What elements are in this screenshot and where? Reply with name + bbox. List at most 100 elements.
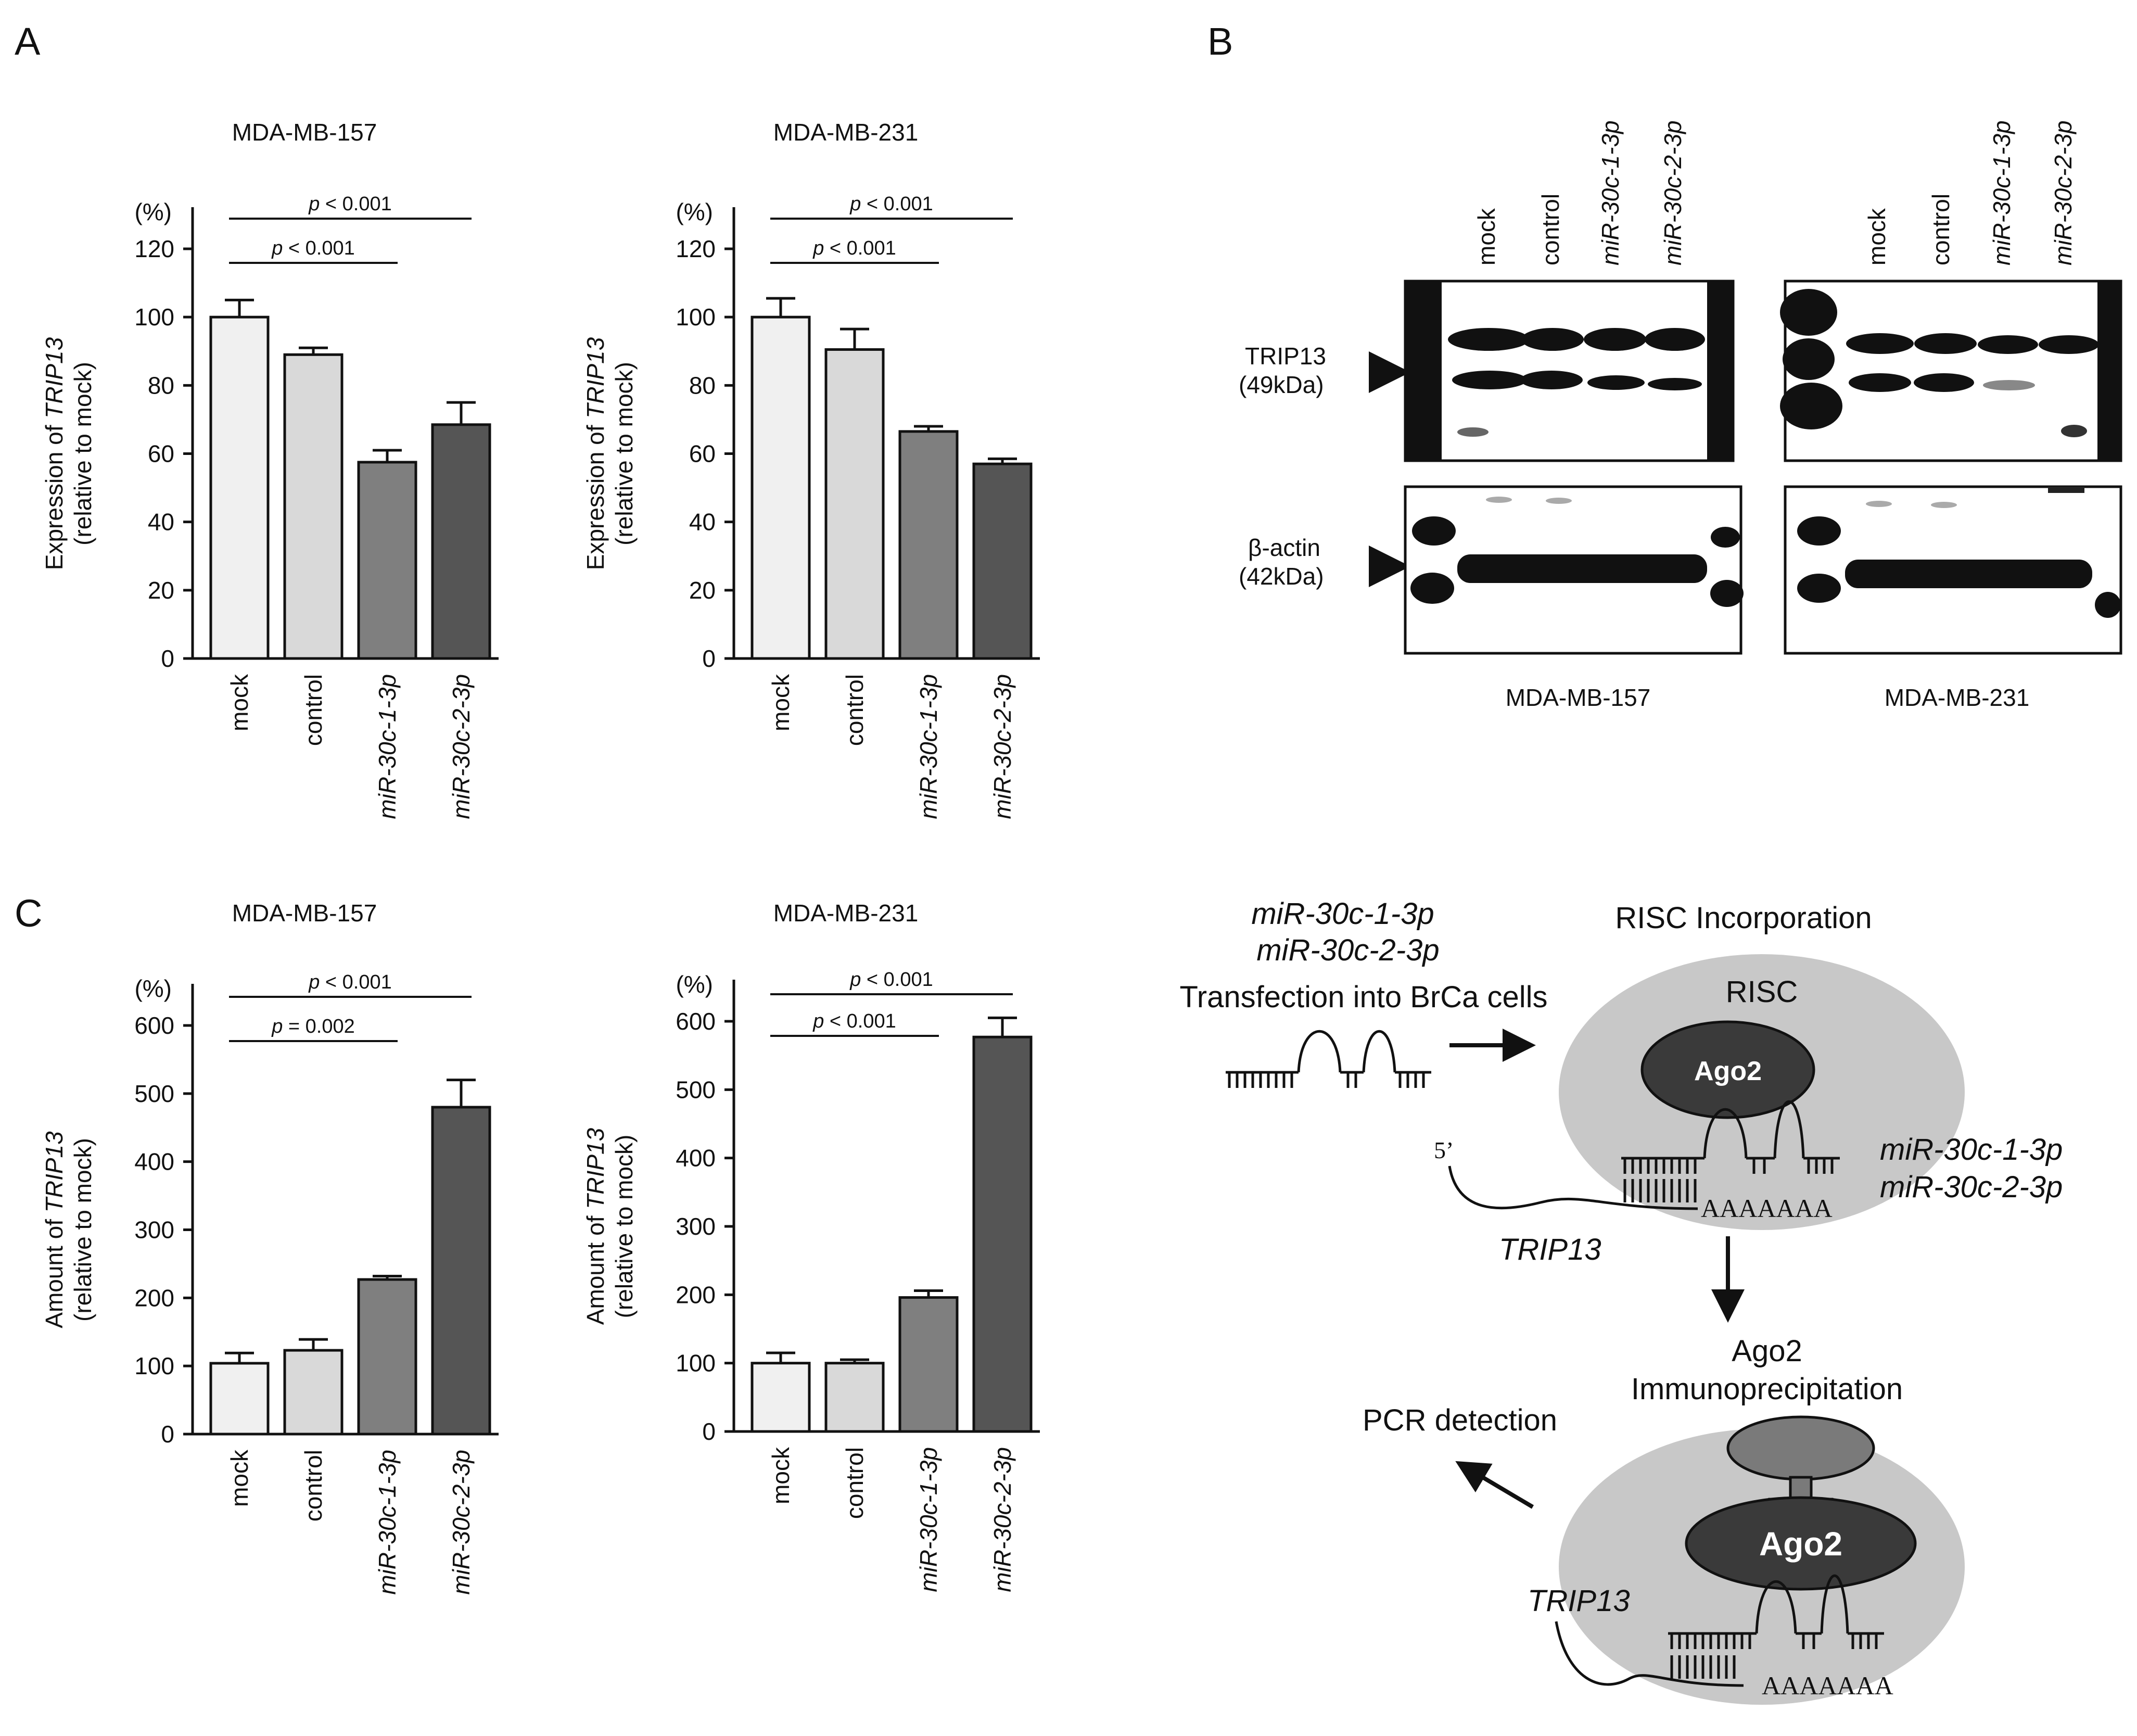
y-unit-label: (%) bbox=[676, 198, 713, 225]
y-axis-label: Amount of TRIP13 bbox=[582, 1127, 609, 1325]
trip13-kda-label: (49kDa) bbox=[1239, 371, 1324, 398]
bound-mir1-label: miR-30c-1-3p bbox=[1880, 1133, 2063, 1167]
y-axis-label-line2: (relative to mock) bbox=[69, 362, 96, 546]
polya-label-top: AAAAAAA bbox=[1701, 1194, 1833, 1223]
y-axis-label-line2: (relative to mock) bbox=[610, 1135, 638, 1319]
p-symbol: p bbox=[849, 193, 861, 215]
x-category-label: mock bbox=[767, 674, 794, 731]
y-tick-label: 600 bbox=[134, 1012, 174, 1039]
y-tick-label: 60 bbox=[148, 440, 174, 467]
bar-mock bbox=[751, 315, 811, 660]
bar-miR-30c-1-3p bbox=[898, 430, 959, 660]
y-axis-label-prefix: Amount of bbox=[582, 1209, 609, 1325]
x-category-label: miR-30c-2-3p bbox=[989, 674, 1016, 819]
five-prime-label: 5’ bbox=[1434, 1137, 1454, 1163]
y-tick-label: 0 bbox=[702, 645, 716, 672]
error-bar bbox=[225, 1351, 254, 1363]
bar-miR-30c-1-3p bbox=[357, 1278, 417, 1436]
y-tick-label: 100 bbox=[676, 1350, 716, 1377]
trip13-blot-left bbox=[1404, 280, 1735, 462]
y-axis-label: Expression of TRIP13 bbox=[582, 337, 609, 570]
x-category-label: miR-30c-2-3p bbox=[448, 674, 475, 819]
y-axis-label: Expression of TRIP13 bbox=[41, 337, 68, 570]
p-symbol: p bbox=[308, 971, 320, 993]
p-value-label: p < 0.001 bbox=[849, 969, 933, 991]
actin-kda-label: (42kDa) bbox=[1239, 563, 1324, 590]
p-symbol: p bbox=[271, 237, 283, 259]
bar-mock bbox=[209, 315, 270, 660]
polya-label-ip: AAAAAAA bbox=[1762, 1671, 1893, 1700]
y-tick-label: 600 bbox=[676, 1008, 716, 1035]
panel-label-a: A bbox=[15, 20, 41, 63]
x-category-label: control bbox=[300, 1450, 327, 1522]
chart-title: MDA-MB-157 bbox=[232, 899, 377, 927]
y-tick-label: 100 bbox=[134, 1352, 174, 1379]
y-axis-label-prefix: Amount of bbox=[41, 1212, 68, 1328]
p-value-label: p = 0.002 bbox=[271, 1016, 355, 1037]
y-tick-label: 80 bbox=[689, 372, 716, 399]
error-bar bbox=[988, 1016, 1017, 1037]
trip13-mrna-label-ip: TRIP13 bbox=[1528, 1584, 1630, 1618]
y-axis-label-gene: TRIP13 bbox=[41, 337, 68, 418]
y-tick-label: 500 bbox=[676, 1076, 716, 1103]
actin-blot-left bbox=[1404, 485, 1744, 655]
p-value-label: p < 0.001 bbox=[849, 193, 933, 215]
y-axis-label-line2: (relative to mock) bbox=[610, 362, 638, 546]
y-unit-label: (%) bbox=[134, 198, 172, 225]
bar-control bbox=[283, 353, 344, 660]
y-axis-label-gene: TRIP13 bbox=[582, 337, 609, 418]
y-tick-label: 100 bbox=[134, 303, 174, 331]
blot-cell-label-right: MDA-MB-231 bbox=[1885, 684, 2030, 711]
x-category-label: miR-30c-1-3p bbox=[915, 674, 942, 819]
lane-label-mir2-left: miR-30c-2-3p bbox=[1659, 120, 1686, 265]
p-value: < 0.001 bbox=[824, 1010, 896, 1032]
x-category-label: mock bbox=[226, 674, 253, 731]
p-value: < 0.001 bbox=[861, 193, 933, 215]
western-blot-panel: mock control miR-30c-1-3p miR-30c-2-3p m… bbox=[1239, 120, 2122, 711]
y-axis-label-prefix: Expression of bbox=[582, 419, 609, 570]
error-bar bbox=[914, 1289, 943, 1298]
y-tick-label: 0 bbox=[702, 1418, 716, 1445]
error-bar bbox=[447, 401, 476, 425]
p-value: = 0.002 bbox=[283, 1016, 354, 1037]
x-category-label: miR-30c-1-3p bbox=[374, 674, 401, 819]
x-category-label: control bbox=[841, 674, 868, 746]
bound-mirna-ip bbox=[1555, 1574, 1884, 1687]
pcr-arrow bbox=[1455, 1461, 1534, 1509]
bound-mirna-top bbox=[1448, 1100, 1840, 1210]
risc-incorporation-label: RISC Incorporation bbox=[1615, 901, 1872, 935]
actin-protein-label: β-actin bbox=[1248, 534, 1320, 561]
y-tick-label: 80 bbox=[148, 372, 174, 399]
lane-label-control-right: control bbox=[1927, 194, 1954, 265]
p-symbol: p bbox=[271, 1016, 283, 1037]
error-bar bbox=[914, 425, 943, 432]
chart-a-mda-mb-157: MDA-MB-157(%)Expression of TRIP13(relati… bbox=[41, 119, 499, 819]
bar-miR-30c-1-3p bbox=[898, 1296, 959, 1433]
p-value: < 0.001 bbox=[320, 971, 391, 993]
error-bar bbox=[766, 297, 795, 318]
bar-control bbox=[824, 1362, 885, 1433]
ip-label-line1: Ago2 bbox=[1732, 1334, 1802, 1368]
ago2-protein-ip bbox=[1685, 1496, 1917, 1591]
bar-miR-30c-1-3p bbox=[357, 461, 417, 660]
y-tick-label: 20 bbox=[148, 577, 174, 604]
y-tick-label: 0 bbox=[161, 645, 174, 672]
ago2-schematic: miR-30c-1-3p miR-30c-2-3p Transfection i… bbox=[1179, 897, 2063, 1705]
p-value: < 0.001 bbox=[320, 193, 391, 215]
y-tick-label: 300 bbox=[134, 1217, 174, 1244]
error-bar bbox=[299, 346, 328, 355]
bar-mock bbox=[751, 1362, 811, 1433]
schematic-mir1-label: miR-30c-1-3p bbox=[1251, 897, 1434, 931]
bar-miR-30c-2-3p bbox=[972, 462, 1033, 660]
y-tick-label: 200 bbox=[134, 1284, 174, 1311]
error-bar bbox=[840, 327, 869, 350]
p-symbol: p bbox=[849, 969, 861, 991]
error-bar bbox=[373, 449, 402, 462]
lane-label-mock-right: mock bbox=[1863, 208, 1890, 265]
error-bar bbox=[299, 1338, 328, 1351]
p-symbol: p bbox=[308, 193, 320, 215]
lane-label-mir2-right: miR-30c-2-3p bbox=[2050, 120, 2077, 265]
panel-label-b: B bbox=[1207, 20, 1233, 63]
error-bar bbox=[988, 457, 1017, 464]
x-category-label: miR-30c-2-3p bbox=[448, 1450, 475, 1595]
